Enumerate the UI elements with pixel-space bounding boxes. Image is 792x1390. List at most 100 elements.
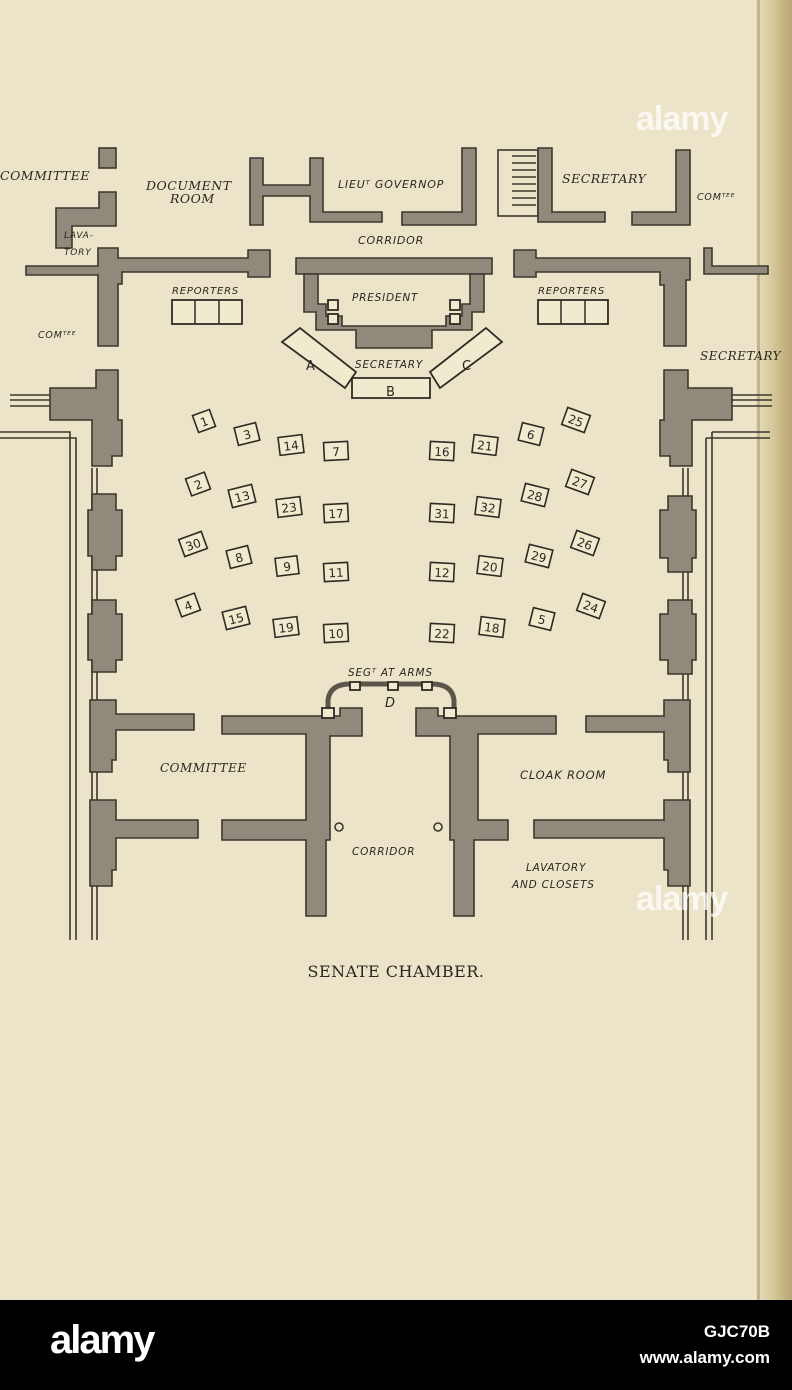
svg-text:16: 16 [434, 445, 450, 460]
label-committee-top-left: COMMITTEE [0, 168, 90, 183]
seat-30: 30 [177, 530, 209, 558]
label-lavatory-closets-2: AND CLOSETS [511, 879, 595, 891]
sergeant-desk-post [421, 681, 433, 691]
label-reporters-left: REPORTERS [172, 286, 239, 297]
sergeant-desk-post [387, 681, 399, 691]
seat-13: 13 [227, 483, 257, 509]
seat-16: 16 [428, 440, 456, 462]
svg-text:23: 23 [281, 500, 298, 516]
staircase-steps [512, 155, 536, 206]
pier-left-1 [49, 369, 123, 467]
book-spine-shadow [756, 0, 792, 1300]
label-lavatory-1: LAVA- [64, 231, 94, 241]
stock-footer-bar [0, 1300, 792, 1390]
staircase [497, 149, 539, 217]
label-lieut-governor: LIEUᵀ GOVERNOP [338, 178, 444, 191]
seat-8: 8 [225, 544, 253, 570]
wall-segment [631, 149, 691, 226]
reporters-box-left [171, 299, 243, 325]
seat-27: 27 [564, 468, 596, 496]
svg-text:26: 26 [575, 535, 594, 553]
president-dais [303, 273, 485, 349]
seat-14: 14 [277, 433, 305, 457]
seat-22: 22 [428, 622, 456, 644]
wall-segment [537, 147, 606, 223]
label-comtee-top-right: COMᵀᴱᴱ [697, 192, 735, 203]
svg-text:6: 6 [525, 427, 536, 442]
label-cloak-room: CLOAK ROOM [520, 768, 606, 782]
wall-segment [703, 247, 769, 275]
outer-wall-right-top [732, 394, 772, 407]
svg-text:30: 30 [184, 536, 203, 554]
svg-text:22: 22 [434, 627, 450, 642]
wall-lower-left-2 [89, 799, 199, 887]
pier-right-3 [659, 599, 697, 675]
image-id: GJC70B [703, 1322, 770, 1341]
wall-segment [98, 147, 117, 169]
seat-15: 15 [221, 605, 251, 631]
wall-corridor-right [415, 707, 557, 917]
svg-text:17: 17 [328, 507, 344, 522]
pier-right-1 [659, 369, 733, 467]
desk-label-d: D [385, 696, 395, 711]
dais-post [327, 299, 339, 311]
dais-post [327, 313, 339, 325]
svg-text:11: 11 [328, 566, 344, 581]
label-corridor-bottom: CORRIDOR [352, 846, 415, 858]
outer-wall-right [705, 431, 770, 940]
label-corridor-top: CORRIDOR [358, 234, 424, 247]
dais-post [449, 313, 461, 325]
svg-text:4: 4 [182, 598, 194, 614]
wall-corridor-left [221, 707, 363, 917]
label-committee-bottom: COMMITTEE [160, 761, 247, 775]
wall-lower-left [89, 699, 195, 773]
label-secretary-right: SECRETARY [700, 349, 782, 363]
door-knob [433, 822, 443, 832]
seat-5: 5 [528, 606, 556, 632]
svg-text:5: 5 [536, 612, 547, 627]
wall-lower-right [585, 699, 691, 773]
seat-17: 17 [322, 502, 350, 524]
seat-28: 28 [520, 482, 550, 508]
seat-11: 11 [322, 561, 350, 583]
label-reporters-right: REPORTERS [538, 286, 605, 297]
label-sergeant-at-arms: SEGᵀ AT ARMS [348, 667, 433, 679]
seat-1: 1 [191, 408, 217, 434]
seat-23: 23 [275, 495, 303, 519]
svg-text:9: 9 [282, 560, 291, 575]
alamy-logo: alamy [50, 1318, 155, 1362]
pier-left-3 [87, 599, 123, 673]
svg-text:25: 25 [566, 412, 585, 430]
dais-post [449, 299, 461, 311]
seat-9: 9 [274, 554, 300, 578]
desk-label-a: A [306, 359, 315, 374]
label-secretary-top: SECRETARY [562, 171, 647, 186]
reporters-box-divider [194, 300, 220, 324]
svg-text:8: 8 [234, 550, 245, 565]
seat-24: 24 [575, 592, 607, 620]
reporters-box-right [537, 299, 609, 325]
seat-19: 19 [272, 615, 300, 639]
svg-text:3: 3 [242, 427, 253, 442]
seat-7: 7 [322, 440, 350, 462]
secretary-desk-a [280, 326, 358, 390]
pier-left-2 [87, 493, 123, 571]
svg-text:13: 13 [233, 488, 251, 505]
senate-floor-plan: A B C D COMMI [0, 147, 782, 940]
wall-segment [401, 147, 477, 226]
svg-text:19: 19 [278, 620, 295, 636]
seat-18: 18 [478, 615, 506, 639]
door-knob [334, 822, 344, 832]
svg-text:31: 31 [434, 507, 450, 522]
seat-10: 10 [322, 622, 350, 644]
svg-text:32: 32 [479, 500, 496, 516]
svg-text:28: 28 [526, 487, 544, 504]
svg-text:2: 2 [192, 477, 204, 493]
wall-segment [55, 191, 117, 249]
wall-segment [295, 257, 493, 275]
wall-segment [513, 249, 691, 347]
label-lavatory-2: TORY [64, 248, 92, 258]
outer-wall-left [0, 431, 77, 940]
seat-25: 25 [560, 406, 592, 434]
svg-text:1: 1 [198, 414, 210, 430]
